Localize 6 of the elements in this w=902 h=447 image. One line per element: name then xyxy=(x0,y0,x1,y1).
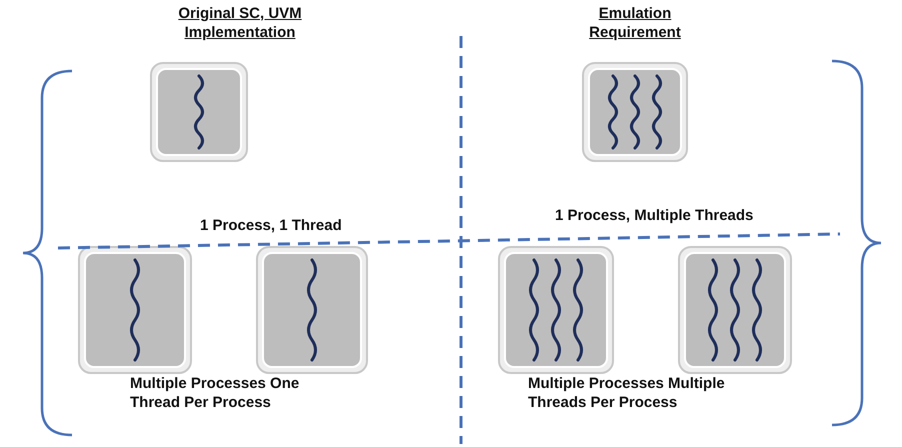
caption: Multiple Processes Multiple Threads Per Process xyxy=(528,374,726,412)
caption: Multiple Processes One Thread Per Process xyxy=(130,374,300,412)
caption: 1 Process, 1 Thread xyxy=(200,216,343,235)
caption: 1 Process, Multiple Threads xyxy=(555,206,754,225)
column-heading: Original SC, UVM Implementation xyxy=(177,4,303,42)
column-heading: Emulation Requirement xyxy=(588,4,682,42)
